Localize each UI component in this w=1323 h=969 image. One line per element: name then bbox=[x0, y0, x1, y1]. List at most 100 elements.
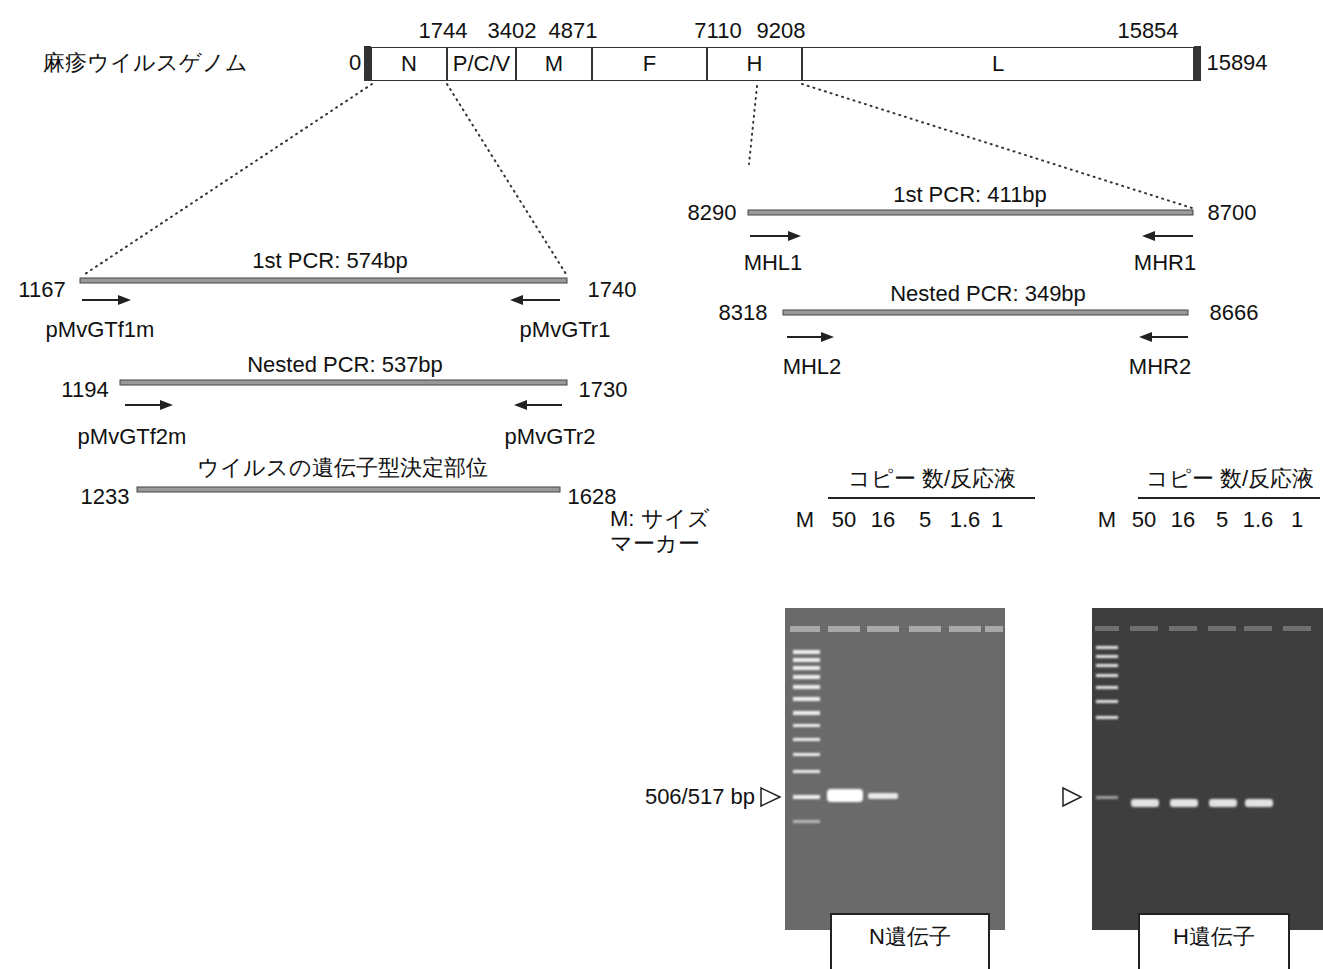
genome-segment: P/C/V bbox=[447, 47, 516, 81]
gel-well bbox=[828, 626, 860, 632]
ladder-band bbox=[1096, 700, 1118, 703]
position-number: 8666 bbox=[1210, 300, 1259, 325]
amplicon-bar bbox=[137, 487, 560, 492]
position-number: 8318 bbox=[719, 300, 768, 325]
sample-band bbox=[1131, 799, 1159, 807]
ladder-band bbox=[1096, 796, 1118, 799]
segment-label: H遺伝子 bbox=[1173, 924, 1255, 949]
primer-name: pMvGTr1 bbox=[520, 317, 611, 342]
position-number: 1233 bbox=[81, 484, 130, 509]
sample-band bbox=[1209, 799, 1237, 807]
gel-image bbox=[785, 608, 1005, 930]
position-number: 4871 bbox=[549, 18, 598, 43]
primer-name: MHL1 bbox=[744, 250, 803, 275]
ladder-band bbox=[1096, 716, 1118, 719]
primer-arrow bbox=[525, 404, 562, 406]
primer-arrow bbox=[82, 299, 120, 301]
ladder-band bbox=[793, 795, 820, 799]
lane-label: 16 bbox=[1171, 507, 1195, 532]
segment-label: N bbox=[401, 51, 417, 76]
lane-label: 5 bbox=[1216, 507, 1228, 532]
primer-arrow bbox=[787, 336, 823, 338]
gel-well bbox=[790, 626, 820, 632]
arrow-head bbox=[821, 332, 834, 342]
lane-label: 1 bbox=[991, 507, 1003, 532]
amplicon-label: 1st PCR: 574bp bbox=[252, 248, 407, 273]
lane-label: 1.6 bbox=[950, 507, 981, 532]
ladder-band bbox=[793, 658, 820, 662]
lane-label: 1 bbox=[1291, 507, 1303, 532]
ladder-band bbox=[793, 650, 820, 654]
marker-triangle bbox=[761, 788, 780, 806]
zoom-dotted-line bbox=[447, 84, 566, 274]
gel-well bbox=[1130, 626, 1158, 631]
primer-arrow bbox=[522, 299, 560, 301]
lane-label: 50 bbox=[832, 507, 856, 532]
lane-label: M bbox=[1098, 507, 1116, 532]
ladder-band bbox=[1096, 664, 1118, 667]
gel-header: コピー 数/反応液 bbox=[848, 466, 1016, 491]
segment-label: P/C/V bbox=[453, 51, 510, 76]
ladder-band bbox=[793, 711, 820, 715]
gel-well bbox=[985, 626, 1003, 632]
segment-label: L bbox=[992, 51, 1004, 76]
size-label: 506/517 bp bbox=[645, 784, 755, 809]
primer-arrow bbox=[750, 235, 790, 237]
amplicon-label: Nested PCR: 349bp bbox=[890, 281, 1086, 306]
primer-arrow bbox=[1150, 336, 1188, 338]
ladder-band bbox=[793, 820, 820, 823]
arrow-head bbox=[1139, 332, 1152, 342]
primer-name: pMvGTf1m bbox=[46, 317, 155, 342]
position-number: 8290 bbox=[688, 200, 737, 225]
genome-segment: N bbox=[371, 47, 447, 81]
amplicon-bar bbox=[120, 380, 567, 385]
ladder-band bbox=[793, 753, 820, 756]
lane-label: 50 bbox=[1132, 507, 1156, 532]
amplicon-bar bbox=[80, 278, 567, 283]
gel-well bbox=[1208, 626, 1236, 631]
gel-image bbox=[1092, 608, 1323, 930]
position-number: 15854 bbox=[1117, 18, 1178, 43]
ladder-band bbox=[793, 685, 820, 689]
ladder-band bbox=[1096, 686, 1118, 689]
amplicon-label: 1st PCR: 411bp bbox=[893, 182, 1047, 207]
genome-segment: L bbox=[802, 47, 1194, 81]
primer-arrow bbox=[1153, 235, 1193, 237]
ladder-band bbox=[1096, 646, 1118, 649]
ladder-band bbox=[1096, 655, 1118, 658]
sample-band bbox=[1170, 799, 1198, 807]
genome-title: 麻疹ウイルスゲノム bbox=[43, 50, 248, 75]
primer-name: MHR1 bbox=[1134, 250, 1196, 275]
position-number: 1730 bbox=[579, 377, 628, 402]
primer-name: pMvGTr2 bbox=[505, 424, 596, 449]
region-label: ウイルスの遺伝子型決定部位 bbox=[197, 455, 488, 480]
lane-label: 16 bbox=[871, 507, 895, 532]
amplicon-bar bbox=[783, 310, 1188, 315]
lane-label: 5 bbox=[919, 507, 931, 532]
position-number: 1167 bbox=[18, 277, 65, 302]
position-number: 0 bbox=[349, 50, 361, 75]
genome-segment: H bbox=[707, 47, 802, 81]
amplicon-bar bbox=[748, 210, 1193, 215]
gel-well bbox=[1244, 626, 1272, 631]
genome-segment: M bbox=[516, 47, 592, 81]
ladder-band bbox=[793, 724, 820, 727]
position-number: 1740 bbox=[588, 277, 637, 302]
segment-label: N遺伝子 bbox=[869, 924, 951, 949]
position-number: 9208 bbox=[757, 18, 806, 43]
arrow-head bbox=[1142, 231, 1155, 241]
ladder-band bbox=[793, 666, 820, 670]
gel-well bbox=[1095, 626, 1119, 631]
primer-name: pMvGTf2m bbox=[78, 424, 187, 449]
lane-label: M bbox=[796, 507, 814, 532]
ladder-band bbox=[1096, 674, 1118, 677]
genome-end-cap bbox=[1194, 46, 1201, 81]
zoom-dotted-line bbox=[749, 86, 757, 164]
gel-caption-box: H遺伝子 bbox=[1138, 913, 1290, 969]
amplicon-label: Nested PCR: 537bp bbox=[247, 352, 443, 377]
primer-arrow bbox=[125, 404, 162, 406]
ladder-band bbox=[793, 738, 820, 741]
marker-note: M: サイズ マーカー bbox=[610, 506, 728, 557]
header-underline bbox=[828, 497, 1035, 499]
